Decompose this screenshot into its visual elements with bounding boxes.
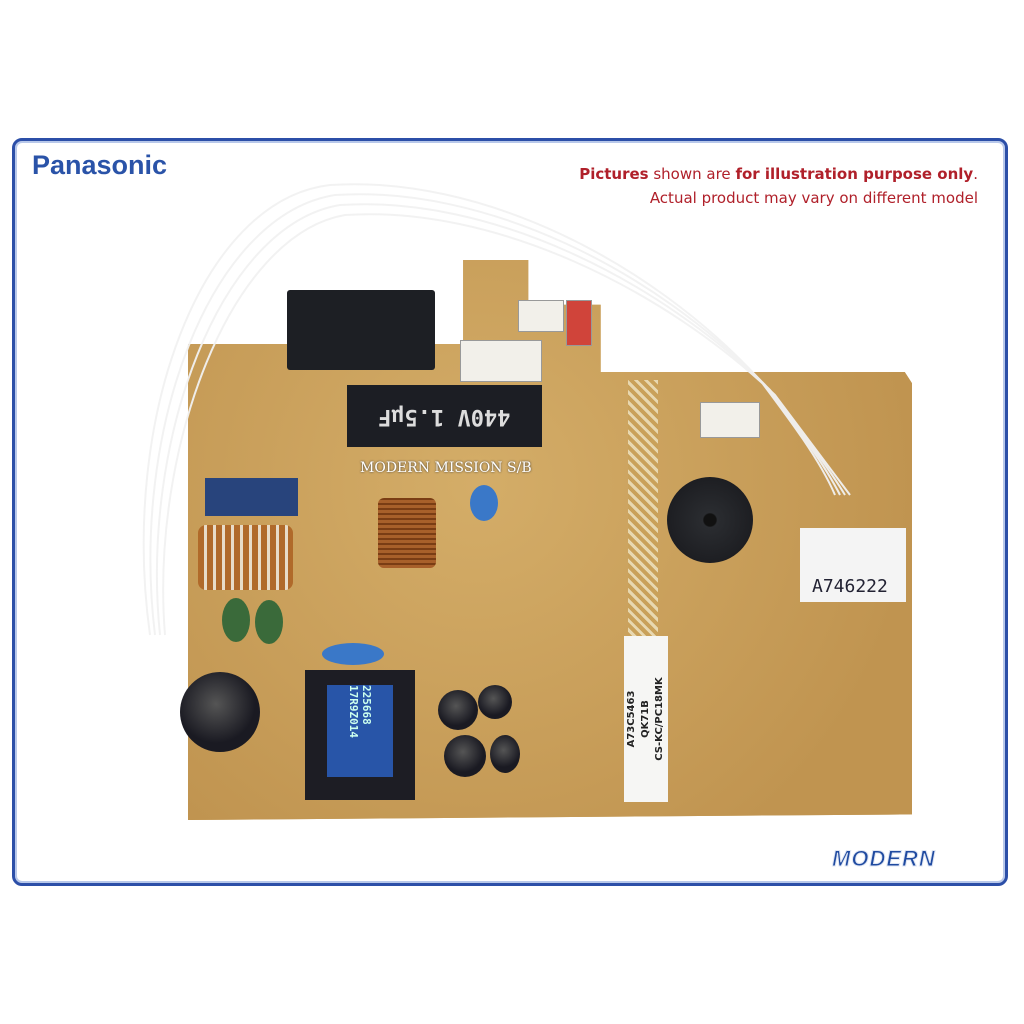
varistor xyxy=(255,600,283,644)
electrolytic-capacitor xyxy=(478,685,512,719)
disclaimer-line2: Actual product may vary on different mod… xyxy=(649,189,978,207)
electrolytic-capacitor xyxy=(490,735,520,773)
disclaimer-bold: Pictures xyxy=(579,165,649,183)
disclaimer: Pictures shown are for illustration purp… xyxy=(579,162,978,210)
buzzer xyxy=(667,477,753,563)
electrolytic-capacitor xyxy=(438,690,478,730)
ceramic-capacitor xyxy=(322,643,384,665)
inductor-coil xyxy=(378,498,436,568)
disclaimer-bold: for illustration purpose only xyxy=(735,165,974,183)
part-label: A73C5463 QK71B CS-KC/PC18MK xyxy=(624,636,668,802)
ceramic-capacitor xyxy=(470,485,498,521)
transformer: 225668 17R9Z014 xyxy=(305,670,415,800)
disclaimer-text: . xyxy=(973,165,978,183)
relay xyxy=(287,290,435,370)
disclaimer-text: shown are xyxy=(648,165,736,183)
inductor-coil xyxy=(198,525,293,590)
electrolytic-capacitor xyxy=(444,735,486,777)
connector xyxy=(460,340,542,382)
modern-logo: MODERN xyxy=(832,846,936,872)
connector xyxy=(700,402,760,438)
sticker xyxy=(800,528,906,602)
connector-red xyxy=(566,300,592,346)
brand-logo: Panasonic xyxy=(32,150,168,180)
watermark: MODERN MISSION S/B xyxy=(360,460,532,476)
varistor xyxy=(222,598,250,642)
filter-block xyxy=(205,478,298,516)
connector xyxy=(518,300,564,332)
transformer-label: 225668 17R9Z014 xyxy=(327,685,393,777)
electrolytic-capacitor xyxy=(180,672,260,752)
film-capacitor: 440V 1.5μF xyxy=(347,385,542,447)
sticker-id: A746222 xyxy=(812,576,888,597)
